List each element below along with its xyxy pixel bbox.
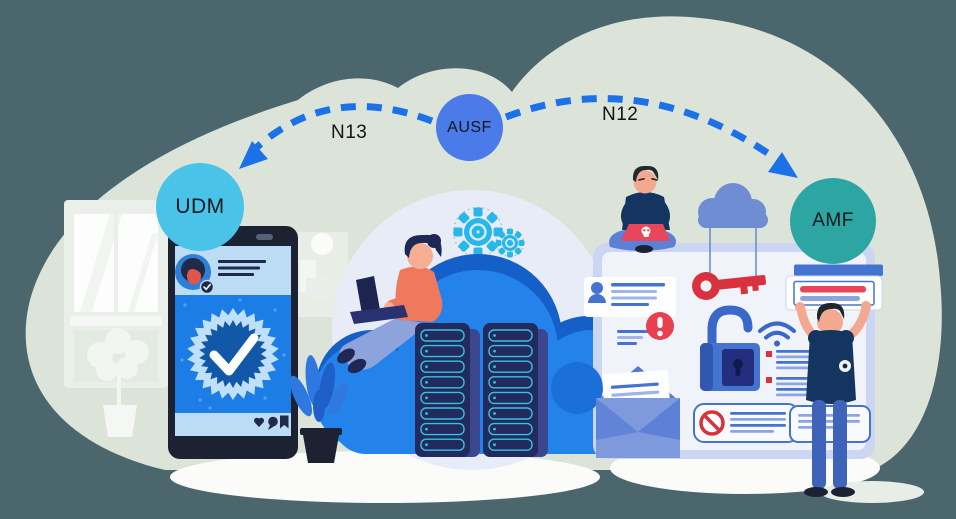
diagram-node-udm: UDM [156,163,244,251]
no-entry-icon [699,410,725,436]
heart-icon [253,417,265,427]
laptop-icon [350,276,408,324]
verified-seal-check-icon [187,308,279,400]
blue-potted-plant [290,355,348,463]
envelope-mail-icon [596,366,680,458]
wifi-icon [758,321,796,347]
edge-label-n12: N12 [602,104,639,125]
no-entry-card [693,403,799,443]
diagram-node-amf: AMF [790,178,876,264]
arrowhead-icon [239,141,268,169]
document-card [584,277,676,345]
bookmark-icon [280,415,289,429]
gear-icon [452,206,504,258]
smartphone-verified-profile [168,226,298,459]
key-icon [692,272,766,300]
warning-icon [646,312,674,340]
arrowhead-icon [768,152,798,178]
hacker-with-skull-laptop [609,165,676,253]
decor-circle [551,362,603,414]
edge-n13-arc [239,103,434,169]
skull-icon [641,226,651,237]
man-holding-banner [785,264,883,497]
hanging-cloud [692,183,768,300]
edge-n12-arc [504,95,798,178]
server-rack [415,323,480,457]
window [64,200,168,388]
verified-badge-icon [199,279,215,295]
person-with-laptop [337,234,443,374]
banner [785,264,883,311]
node-amf-label: AMF [812,210,854,231]
open-padlock-icon [700,305,760,391]
avatar [175,254,211,290]
comment-icon [268,416,278,430]
server-rack [483,323,548,457]
white-potted-plant [87,328,149,437]
post-confetti [180,298,286,410]
diagram-node-ausf: AUSF [436,94,503,161]
node-ausf-label: AUSF [447,118,492,136]
edge-label-n13: N13 [331,122,368,143]
gear-icon-small [495,228,525,258]
profile-text-lines [218,260,266,276]
outline-card [789,405,871,443]
post-action-icons [253,415,289,430]
node-udm-label: UDM [175,195,225,218]
